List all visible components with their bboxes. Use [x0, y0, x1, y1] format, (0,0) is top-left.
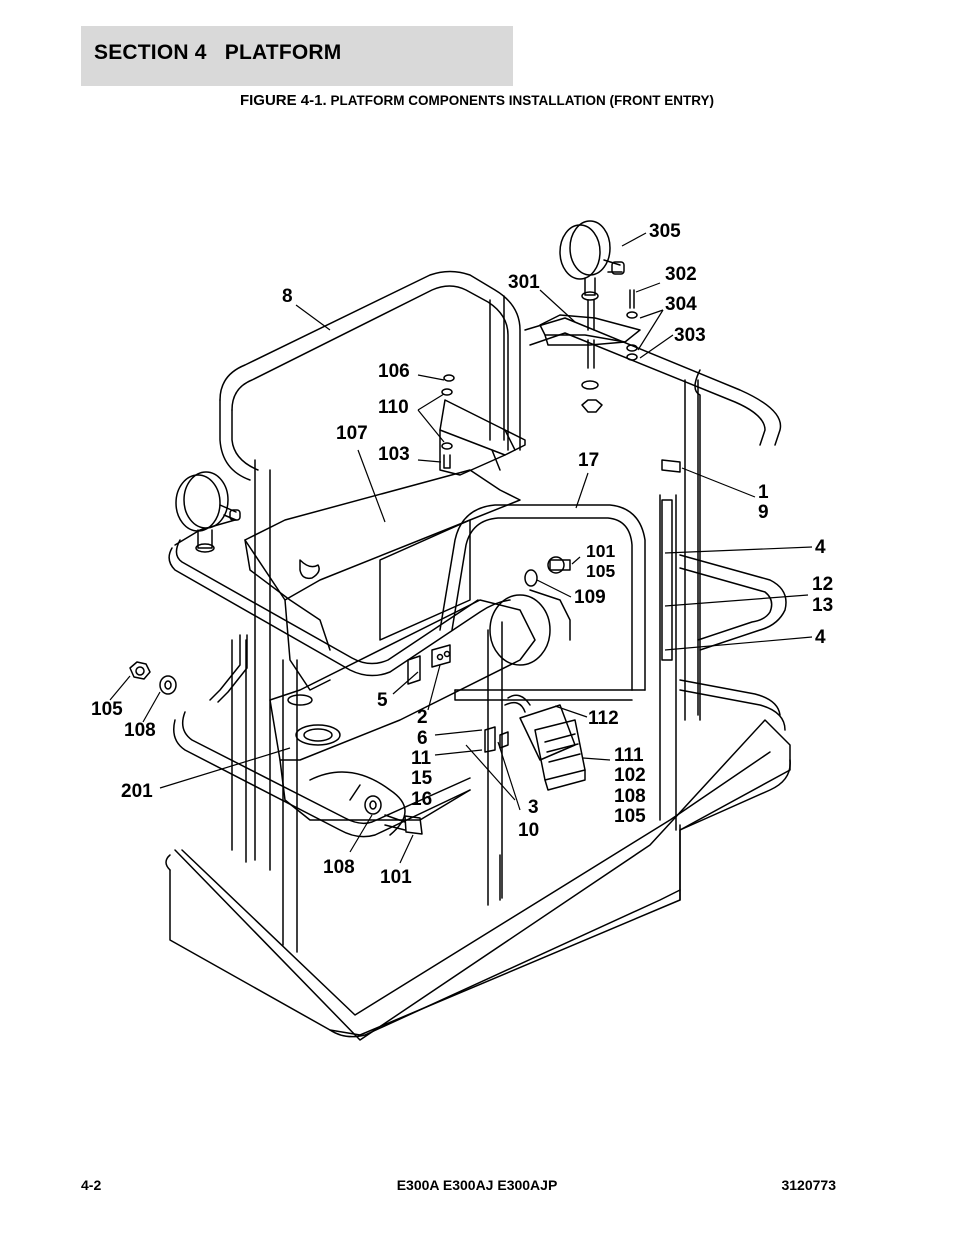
- callout-label: 304: [665, 294, 697, 315]
- callout-label: 108: [124, 720, 156, 741]
- callout-label: 301: [508, 272, 540, 293]
- callout-label: 105: [614, 806, 646, 827]
- callout-label: 303: [674, 325, 706, 346]
- figure-number: FIGURE 4-1.: [239, 92, 327, 109]
- callout-label: 6: [417, 728, 428, 749]
- callout-labels: 305 301 302 304 303 8 106 110 107 103 17…: [91, 221, 833, 888]
- callout-label: 108: [323, 857, 355, 878]
- callout-label: 8: [282, 286, 293, 307]
- callout-label: 3: [528, 797, 539, 818]
- callout-label: 5: [377, 690, 388, 711]
- callout-label: 102: [614, 765, 646, 786]
- callout-label: 15: [411, 768, 433, 789]
- callout-label: 11: [411, 748, 432, 769]
- callout-label: 109: [574, 587, 606, 608]
- model-numbers: E300A E300AJ E300AJP: [396, 1177, 558, 1193]
- callout-label: 111: [614, 745, 644, 766]
- callout-label: 108: [614, 786, 646, 807]
- leader-lines: [109, 232, 813, 864]
- callout-label: 2: [417, 707, 428, 728]
- callout-label: 101: [586, 541, 615, 561]
- callout-label: 17: [578, 450, 599, 471]
- section-title: SECTION 4 PLATFORM: [94, 41, 342, 64]
- callout-label: 12: [812, 574, 833, 595]
- callout-label: 10: [518, 820, 539, 841]
- callout-label: 107: [336, 423, 368, 444]
- page-number: 4-2: [81, 1177, 102, 1193]
- callout-label: 201: [121, 781, 153, 802]
- callout-label: 16: [411, 789, 432, 810]
- document-number: 3120773: [781, 1177, 836, 1193]
- callout-label: 13: [812, 595, 833, 616]
- callout-label: 105: [91, 699, 123, 720]
- callout-label: 1: [758, 482, 769, 503]
- callout-label: 4: [815, 537, 826, 558]
- callout-label: 106: [378, 361, 410, 382]
- callout-label: 110: [378, 397, 409, 418]
- section-header-band: [81, 26, 513, 86]
- callout-label: 9: [758, 502, 769, 523]
- callout-label: 101: [380, 867, 412, 888]
- callout-label: 112: [588, 708, 619, 729]
- figure-caption: FIGURE 4-1. PLATFORM COMPONENTS INSTALLA…: [0, 92, 954, 109]
- callout-label: 305: [649, 221, 681, 242]
- callout-label: 302: [665, 264, 697, 285]
- callout-label: 105: [586, 561, 615, 581]
- callout-label: 103: [378, 444, 410, 465]
- figure-title: PLATFORM COMPONENTS INSTALLATION (FRONT …: [330, 93, 715, 108]
- platform-drawing: [129, 220, 791, 1041]
- callout-label: 4: [815, 627, 826, 648]
